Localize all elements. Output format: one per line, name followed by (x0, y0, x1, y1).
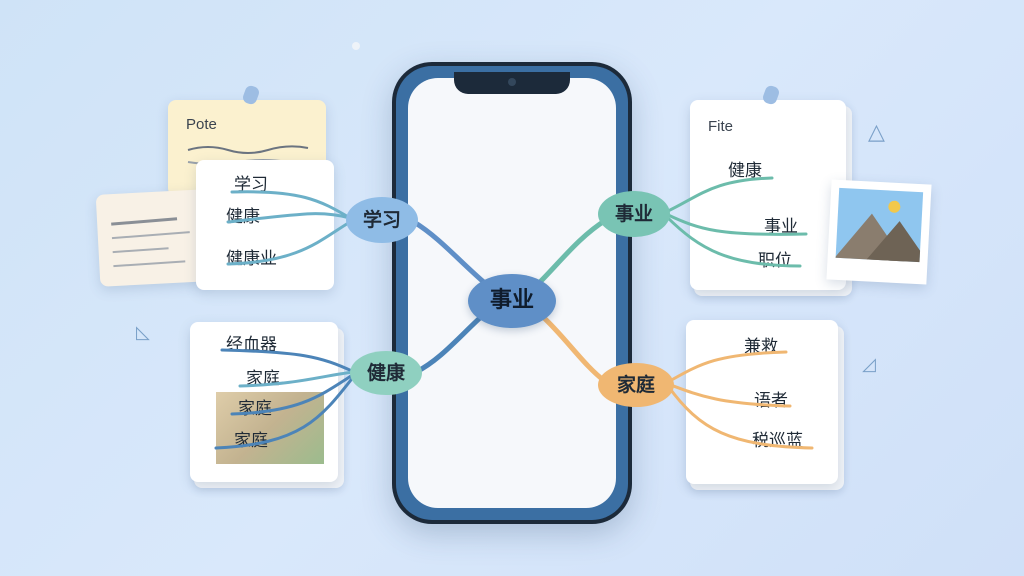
triangle-icon: ◺ (136, 322, 150, 343)
scribble-lines (111, 217, 190, 268)
camera-icon (508, 78, 516, 86)
leaf-study-1: 学习 (234, 175, 268, 195)
phone-notch (454, 72, 570, 94)
node-career[interactable]: 事业 (598, 191, 670, 237)
decor-dot (352, 42, 360, 50)
leaf-career-1: 健康 (728, 161, 762, 181)
photo-thumbnail (216, 392, 324, 464)
career-card-title: Fite (708, 118, 734, 135)
triangle-icon: △ (868, 120, 885, 145)
note-card-beige[interactable] (95, 189, 211, 287)
node-study[interactable]: 学习 (346, 197, 418, 243)
triangle-icon: ◿ (862, 354, 876, 375)
note-title: Pote (186, 116, 217, 133)
health-card[interactable]: 经血器 家庭 家庭 家庭 (190, 322, 344, 488)
node-health[interactable]: 健康 (350, 351, 422, 395)
leaf-career-2: 事业 (764, 217, 798, 237)
node-center[interactable]: 事业 (468, 274, 556, 328)
node-family[interactable]: 家庭 (598, 363, 674, 407)
